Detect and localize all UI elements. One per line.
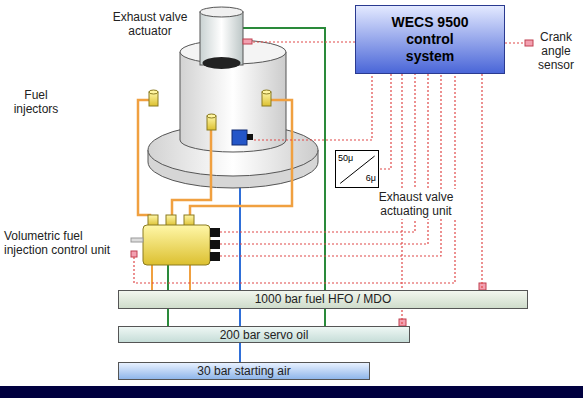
injection-unit bbox=[210, 252, 220, 261]
injection-unit bbox=[166, 215, 176, 226]
fuel-rail: 1000 bar fuel HFO / MDO bbox=[118, 290, 528, 309]
callout-label: Volumetric fuel injection control unit bbox=[4, 229, 130, 257]
node-text: 6μ bbox=[366, 173, 376, 183]
node-text: 1000 bar fuel HFO / MDO bbox=[123, 292, 523, 307]
node-text: 30 bar starting air bbox=[123, 364, 365, 379]
sensor-symbol bbox=[131, 251, 137, 257]
sensor-symbol bbox=[525, 40, 533, 46]
callout-label: Exhaust valve actuating unit bbox=[371, 189, 461, 219]
unit-shaft bbox=[131, 238, 143, 242]
cylinder-cover bbox=[180, 52, 286, 152]
fuel-pipe bbox=[138, 100, 153, 225]
sensor-symbol bbox=[243, 39, 252, 44]
signal-connector bbox=[481, 74, 482, 290]
starting-valve bbox=[247, 134, 253, 140]
starting-valve bbox=[232, 130, 247, 145]
starting-air-rail: 30 bar starting air bbox=[118, 362, 370, 380]
actuating-unit-box: 50μ 6μ bbox=[335, 150, 379, 188]
fuel-pipe bbox=[172, 130, 211, 222]
injection-unit bbox=[143, 225, 210, 265]
signal-wire bbox=[134, 42, 525, 283]
control-box: WECS 9500 control system bbox=[355, 5, 505, 74]
callout-label: Exhaust valve actuator bbox=[103, 10, 197, 38]
fuel-injector bbox=[207, 114, 216, 130]
actuator-tube bbox=[200, 7, 243, 17]
injection-unit bbox=[184, 215, 194, 226]
node-text: 50μ bbox=[338, 153, 353, 163]
signal-connector bbox=[379, 74, 391, 169]
fuel-pipe bbox=[152, 265, 190, 290]
fuel-pipe bbox=[190, 100, 292, 222]
callout-label: Fuel injectors bbox=[8, 88, 64, 116]
injection-unit bbox=[210, 228, 220, 237]
injection-unit bbox=[210, 240, 220, 249]
servo-oil-rail: 200 bar servo oil bbox=[118, 326, 410, 343]
injection-unit bbox=[148, 215, 158, 226]
actuator-piston bbox=[203, 57, 241, 69]
node-text: 200 bar servo oil bbox=[123, 328, 405, 343]
fuel-injector bbox=[149, 90, 158, 106]
fuel-injector bbox=[262, 90, 271, 106]
callout-label: Crank angle sensor bbox=[533, 30, 579, 72]
node-text: WECS 9500 control system bbox=[382, 14, 478, 65]
